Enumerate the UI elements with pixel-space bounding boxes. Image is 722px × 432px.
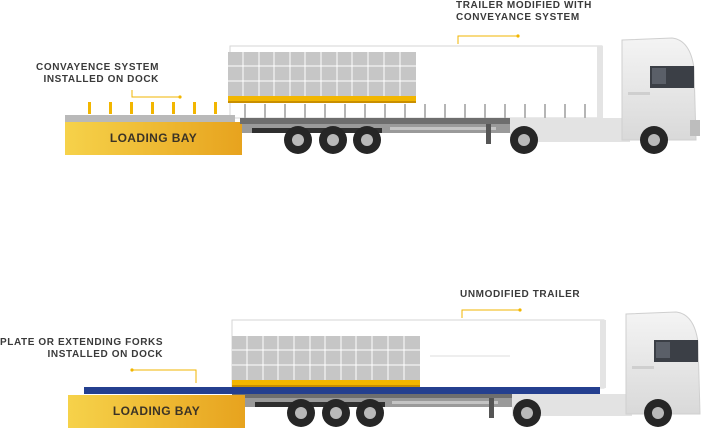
label-unmodified-trailer: UNMODIFIED TRAILER [460, 289, 581, 300]
trailer-wheels [284, 126, 381, 154]
trailer-front-wall [597, 46, 603, 118]
side-guard [390, 127, 496, 130]
extending-forks-plate [84, 387, 600, 394]
trailer-wheels [287, 399, 384, 427]
trailer-conveyor-posts [244, 104, 586, 118]
label-loading-bay-bottom: LOADING BAY [112, 404, 201, 418]
cargo-pallets [232, 336, 420, 387]
label-trailer-modified: TRAILER MODIFIED WITH CONVEYANCE SYSTEM [456, 0, 592, 23]
trailer-front-wall [600, 320, 606, 388]
mudguard [252, 128, 382, 133]
dock-conveyor-rail [65, 115, 235, 122]
conveyor-rollers [88, 102, 217, 114]
label-loading-bay-top: LOADING BAY [109, 131, 198, 145]
label-dock-conveyance-system: CONVAYENCE SYSTEM INSTALLED ON DOCK [36, 62, 160, 85]
cargo-pallets [228, 52, 416, 103]
truck-cab [512, 311, 701, 416]
callout-line-dock-forks [132, 369, 197, 383]
side-guard [392, 401, 498, 404]
top-scene [65, 34, 700, 155]
landing-leg [486, 124, 491, 144]
mudguard [255, 402, 385, 407]
callout-dot [178, 95, 182, 99]
label-plate-extending-forks: PLATE OR EXTENDING FORKS INSTALLED ON DO… [0, 337, 164, 360]
trailer-deck [232, 394, 637, 398]
callout-dot [516, 34, 520, 38]
callout-line-trailer-modified [457, 35, 518, 44]
callout-dot [518, 308, 522, 312]
callout-line-unmodified-trailer [461, 309, 520, 318]
loading-bay-dock [68, 395, 245, 428]
callout-line-dock-conveyance [131, 90, 180, 98]
bottom-scene [68, 308, 701, 428]
callout-dot [130, 368, 134, 372]
tractor-wheels [513, 399, 672, 427]
trailer-deck [240, 118, 635, 124]
landing-leg [489, 398, 494, 418]
tractor-wheels [510, 126, 668, 154]
loading-bay-dock [65, 122, 242, 155]
